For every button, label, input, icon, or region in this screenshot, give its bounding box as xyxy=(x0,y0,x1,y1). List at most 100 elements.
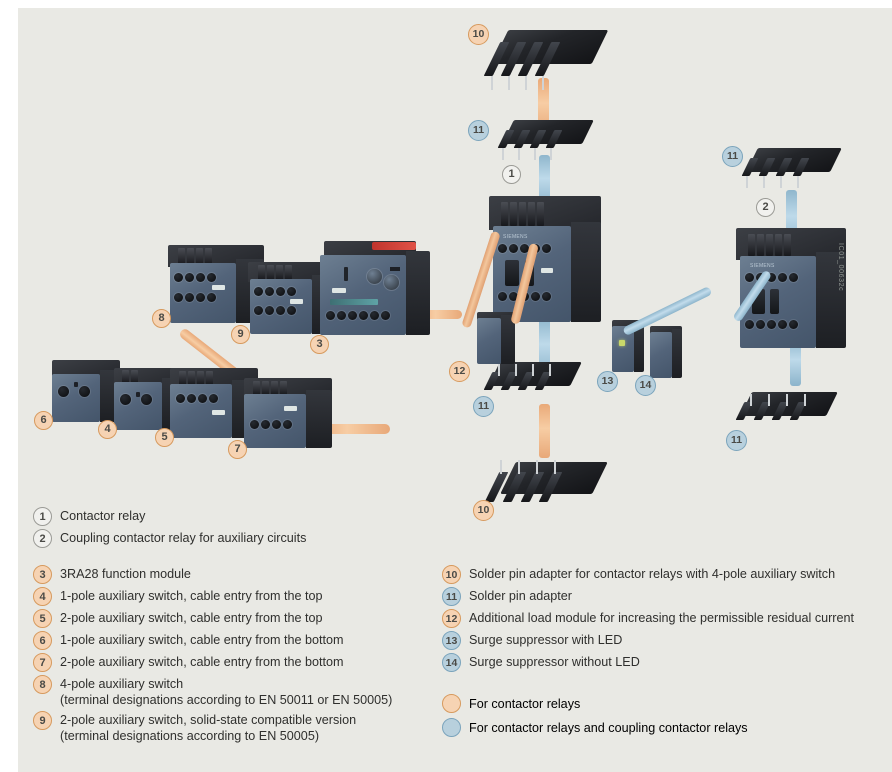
legend-item: 5 2-pole auxiliary switch, cable entry fr… xyxy=(33,609,433,628)
module-red-strip xyxy=(372,242,416,250)
legend-marker-8: 8 xyxy=(33,675,52,694)
legend-text: Surge suppressor with LED xyxy=(469,633,623,647)
callout-marker-m13: 13 xyxy=(597,371,618,392)
callout-marker-m1-center: 1 xyxy=(502,165,521,184)
auxiliary-switch-7 xyxy=(244,378,332,448)
surge-suppressor-14 xyxy=(650,326,682,378)
legend-subtext: (terminal designations according to EN 5… xyxy=(60,729,320,743)
load-module-12 xyxy=(477,312,515,364)
legend-text: Contactor relay xyxy=(60,509,146,523)
connector-bar-blue-right-top xyxy=(786,190,797,248)
legend-marker-9: 9 xyxy=(33,711,52,730)
legend-swatch-text: For contactor relays and coupling contac… xyxy=(469,720,748,735)
brand-label-center: SIEMENS xyxy=(503,234,528,240)
callout-marker-m4: 4 xyxy=(98,420,117,439)
connector-bar-blue-right-bottom xyxy=(790,338,801,386)
legend-text: 1-pole auxiliary switch, cable entry fro… xyxy=(60,589,323,603)
legend-text: 3RA28 function module xyxy=(60,567,191,581)
setting-dial-1 xyxy=(367,269,382,284)
legend-marker-7: 7 xyxy=(33,653,52,672)
legend-marker-6: 6 xyxy=(33,631,52,650)
legend-marker-13: 13 xyxy=(442,631,461,650)
legend-item: 3 3RA28 function module xyxy=(33,565,433,584)
callout-marker-m3: 3 xyxy=(310,335,329,354)
legend-swatch-row: For contactor relays xyxy=(442,694,882,713)
legend-swatch-blue xyxy=(442,718,461,737)
legend-marker-12: 12 xyxy=(442,609,461,628)
legend-marker-11: 11 xyxy=(442,587,461,606)
solder-pin-adapter-10-top xyxy=(483,24,609,90)
legend-text: Solder pin adapter xyxy=(469,589,572,603)
legend-item: 1 Contactor relay xyxy=(33,507,433,526)
solder-pin-adapter-11-right-top xyxy=(741,146,842,188)
legend-marker-5: 5 xyxy=(33,609,52,628)
legend-subtext: (terminal designations according to EN 5… xyxy=(60,693,393,707)
legend-marker-14: 14 xyxy=(442,653,461,672)
legend-text: Coupling contactor relay for auxiliary c… xyxy=(60,531,307,545)
connector-bar-orange-top xyxy=(538,78,549,134)
legend-item: 8 4-pole auxiliary switch(terminal design… xyxy=(33,675,433,708)
image-watermark: IC01_00632c xyxy=(837,243,844,292)
callout-marker-m10-bottom: 10 xyxy=(473,500,494,521)
callout-marker-m10-top: 10 xyxy=(468,24,489,45)
legend-item: 13 Surge suppressor with LED xyxy=(442,631,882,650)
solder-pin-adapter-11-bottom-right xyxy=(735,390,838,428)
connector-bar-blue-top xyxy=(539,155,550,207)
legend-left-group-b: 3 3RA28 function module 4 1-pole auxiliary … xyxy=(33,565,433,744)
connector-bar-orange-bottom xyxy=(539,404,550,458)
legend-item: 14 Surge suppressor without LED xyxy=(442,653,882,672)
cable-orange-diagonal-lower xyxy=(312,424,390,434)
connector-bar-blue-center-lower xyxy=(539,318,550,376)
legend-left: 1 Contactor relay 2 Coupling contactor rela… xyxy=(33,507,433,747)
callout-marker-m2-right: 2 xyxy=(756,198,775,217)
callout-marker-m11-br: 11 xyxy=(726,430,747,451)
legend-marker-10: 10 xyxy=(442,565,461,584)
callout-marker-m7: 7 xyxy=(228,440,247,459)
coupling-contactor-relay-right: SIEMENS xyxy=(736,228,846,348)
legend-text: 2-pole auxiliary switch, solid-state com… xyxy=(60,713,357,743)
legend-swatch-text: For contactor relays xyxy=(469,696,581,711)
legend-left-group-a: 1 Contactor relay 2 Coupling contactor rela… xyxy=(33,507,433,548)
solder-pin-adapter-11-center-bottom xyxy=(483,360,582,398)
legend-text: 1-pole auxiliary switch, cable entry fro… xyxy=(60,633,344,647)
legend-marker-2: 2 xyxy=(33,529,52,548)
callout-marker-m11-bottom: 11 xyxy=(473,396,494,417)
callout-marker-m11-top: 11 xyxy=(468,120,489,141)
legend-text: 4-pole auxiliary switch(terminal designa… xyxy=(60,677,393,707)
callout-marker-m12: 12 xyxy=(449,361,470,382)
setting-dial-2 xyxy=(384,275,399,290)
legend-text: Surge suppressor without LED xyxy=(469,655,640,669)
contactor-relay-center: SIEMENS xyxy=(489,196,601,322)
legend-swatch-row: For contactor relays and coupling contac… xyxy=(442,718,882,737)
legend-item: 4 1-pole auxiliary switch, cable entry fr… xyxy=(33,587,433,606)
legend-item: 6 1-pole auxiliary switch, cable entry fr… xyxy=(33,631,433,650)
callout-marker-m8: 8 xyxy=(152,309,171,328)
solder-pin-adapter-10-bottom xyxy=(484,458,608,510)
callout-marker-m14: 14 xyxy=(635,375,656,396)
legend-item: 9 2-pole auxiliary switch, solid-state co… xyxy=(33,711,433,744)
cable-orange-stub-mid xyxy=(414,310,462,319)
callout-marker-m6: 6 xyxy=(34,411,53,430)
solder-pin-adapter-11-top xyxy=(497,118,594,160)
legend-text: 2-pole auxiliary switch, cable entry fro… xyxy=(60,655,344,669)
callout-marker-m9: 9 xyxy=(231,325,250,344)
legend-swatch-orange xyxy=(442,694,461,713)
legend-item: 11 Solder pin adapter xyxy=(442,587,882,606)
legend-marker-4: 4 xyxy=(33,587,52,606)
auxiliary-switch-6 xyxy=(52,360,120,422)
module-green-strip xyxy=(330,299,378,305)
legend-marker-1: 1 xyxy=(33,507,52,526)
legend-item: 7 2-pole auxiliary switch, cable entry fr… xyxy=(33,653,433,672)
legend-marker-3: 3 xyxy=(33,565,52,584)
legend-text: 2-pole auxiliary switch, cable entry fro… xyxy=(60,611,323,625)
function-module-3ra28 xyxy=(320,241,430,335)
legend-item: 2 Coupling contactor relay for auxiliary … xyxy=(33,529,433,548)
callout-marker-m5: 5 xyxy=(155,428,174,447)
led-indicator-icon xyxy=(619,340,625,346)
